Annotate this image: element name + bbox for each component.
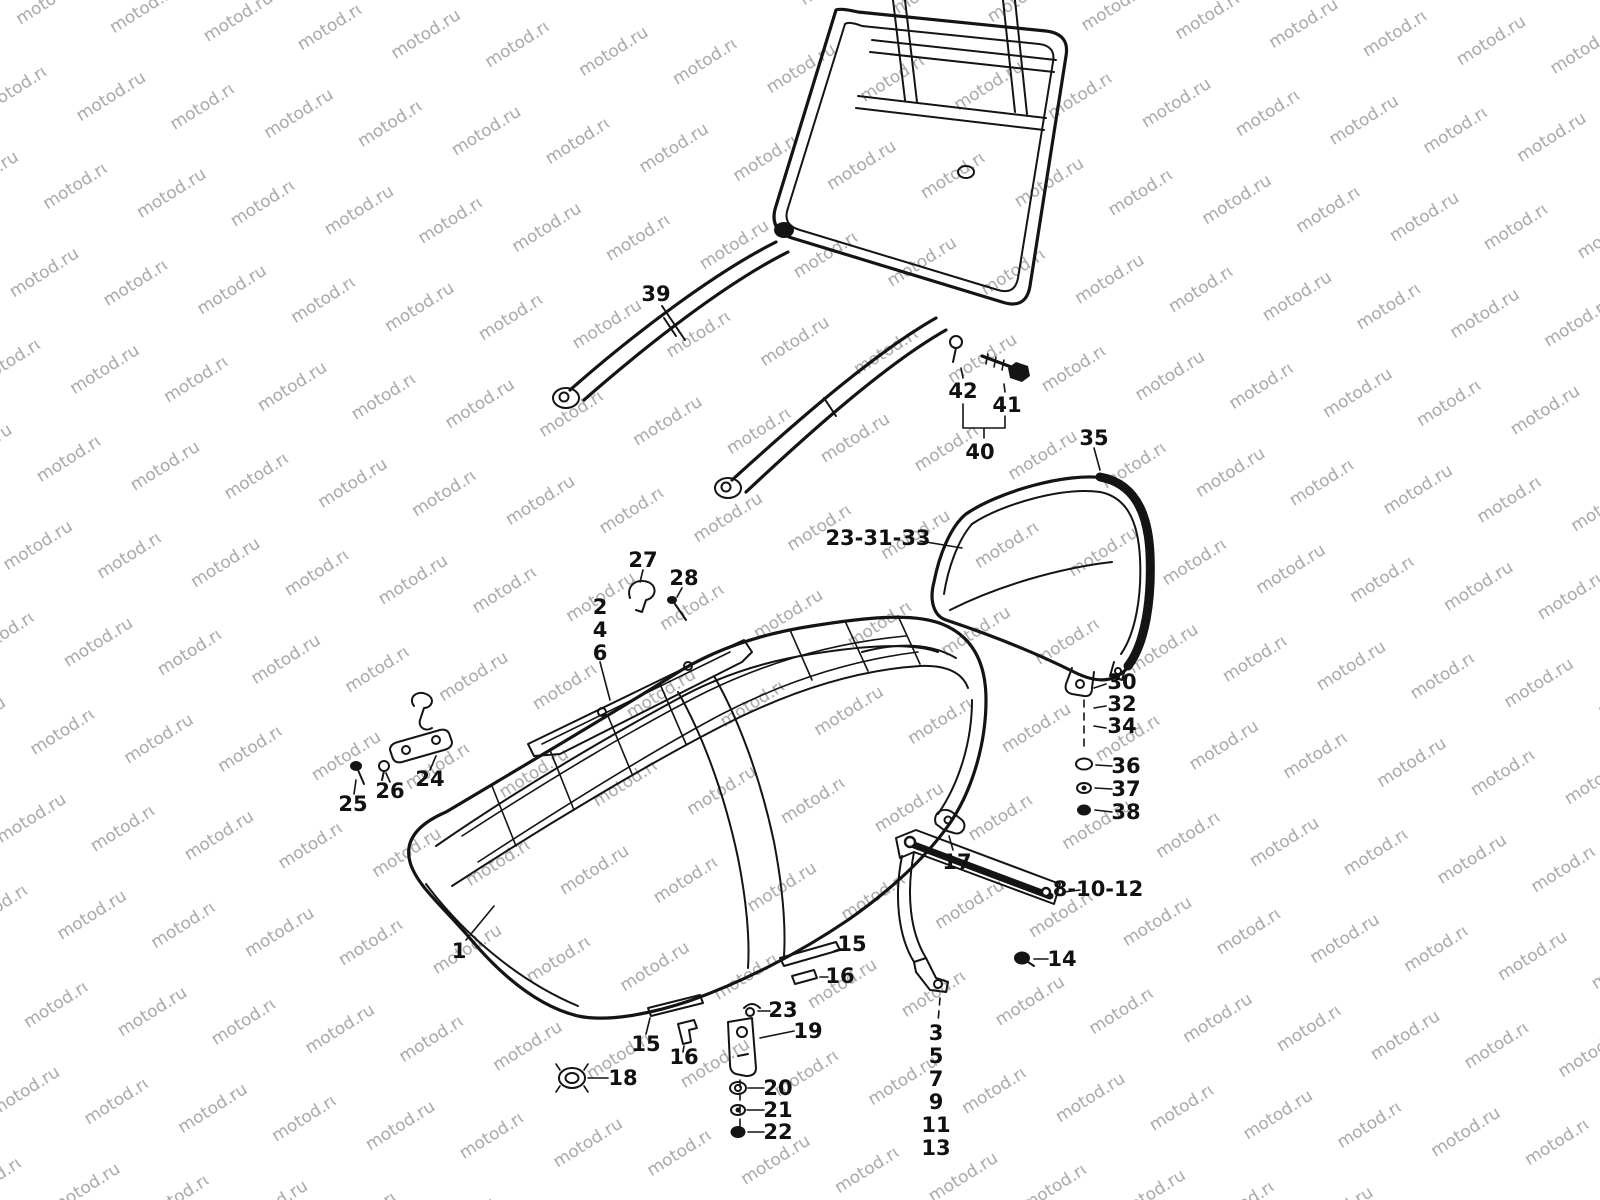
washer-stack-20-21-22 [729,1079,765,1138]
bracket-24 [389,728,453,764]
part-labels: 39 42 41 40 35 23-31-33 27 28 2 4 6 30 3… [338,282,1143,1160]
label-16-right: 16 [825,964,854,988]
seat-strap [677,691,750,969]
leader-23-31-33 [919,540,963,549]
label-35: 35 [1079,426,1108,450]
label-30: 30 [1107,670,1136,694]
seat-trim-strip [527,569,753,757]
bracket-shading [910,841,1054,900]
label-23-31-33: 23-31-33 [825,526,930,550]
screw-28 [667,596,677,604]
label-21: 21 [763,1098,792,1122]
label-8-10-12: 8-10-12 [1053,877,1144,901]
label-9: 9 [929,1090,944,1114]
label-42: 42 [948,379,977,403]
label-39: 39 [641,282,670,306]
mounting-hole [957,165,975,179]
label-20: 20 [763,1076,792,1100]
leader-2-4-6 [599,661,611,701]
right-fastener-column [1075,683,1113,816]
label-13: 13 [921,1136,950,1160]
label-24: 24 [415,767,444,791]
label-38: 38 [1111,800,1140,824]
label-14: 14 [1047,947,1076,971]
bracket-19 [727,1017,757,1077]
leader-1 [465,905,495,941]
bolt-group-40-41-42 [949,335,1030,439]
washer-21 [730,1104,746,1116]
label-22: 22 [763,1120,792,1144]
backrest-rim-shading [1095,472,1155,671]
screw-14 [1014,951,1049,967]
label-37: 37 [1111,777,1140,801]
label-15-right: 15 [837,932,866,956]
label-32: 32 [1107,692,1136,716]
label-2: 2 [593,595,608,619]
seat-piping [451,664,969,887]
label-11: 11 [921,1113,950,1137]
label-15-left: 15 [631,1032,660,1056]
strip-16-left [677,1019,698,1045]
washer-20 [729,1081,747,1095]
left-small-parts [350,692,453,795]
seat-quilting-front [491,683,687,847]
strip-15-left [647,994,704,1017]
backrest-pad [919,447,1155,698]
rear-carrier-rack [772,0,1069,306]
label-40: 40 [965,440,994,464]
label-4: 4 [593,618,608,642]
grommet-18 [555,1063,609,1093]
cap-nut-38 [1077,804,1091,816]
cushion-strips-right [779,941,841,985]
label-7: 7 [929,1067,944,1091]
label-3: 3 [929,1021,944,1045]
strip-16-right [791,969,818,985]
label-19: 19 [793,1019,822,1043]
side-bracket-8-10-12 [895,829,1081,1023]
cushion-strips-left [645,994,704,1053]
seat-quilting-rear [789,615,921,681]
carrier-side-rails [552,240,948,499]
nut-22 [730,1126,746,1138]
clip-23 [745,1007,755,1017]
label-28: 28 [669,566,698,590]
label-36: 36 [1111,754,1140,778]
label-16-left: 16 [669,1045,698,1069]
screw-25 [350,761,362,771]
mounting-boss [774,222,794,238]
label-5: 5 [929,1044,944,1068]
bolt-41-head [1008,362,1030,382]
strip-15-right [779,941,841,967]
label-18: 18 [608,1066,637,1090]
label-26: 26 [375,779,404,803]
hook-24 [410,692,433,731]
washer-36 [1075,757,1093,771]
label-6: 6 [593,641,608,665]
label-25: 25 [338,792,367,816]
label-17: 17 [942,850,971,874]
bracket-foot [913,957,949,993]
nut-37 [1076,782,1092,794]
label-27: 27 [628,548,657,572]
backrest-tab [1064,667,1095,698]
leader-39 [661,305,686,341]
bracket-40 [962,403,1006,439]
label-23: 23 [768,998,797,1022]
label-41: 41 [992,393,1021,417]
label-1: 1 [452,939,467,963]
hinge-bracket-19-23 [727,1003,795,1077]
leader-35 [1093,447,1101,471]
hook-27 [628,580,656,613]
label-34: 34 [1107,714,1136,738]
